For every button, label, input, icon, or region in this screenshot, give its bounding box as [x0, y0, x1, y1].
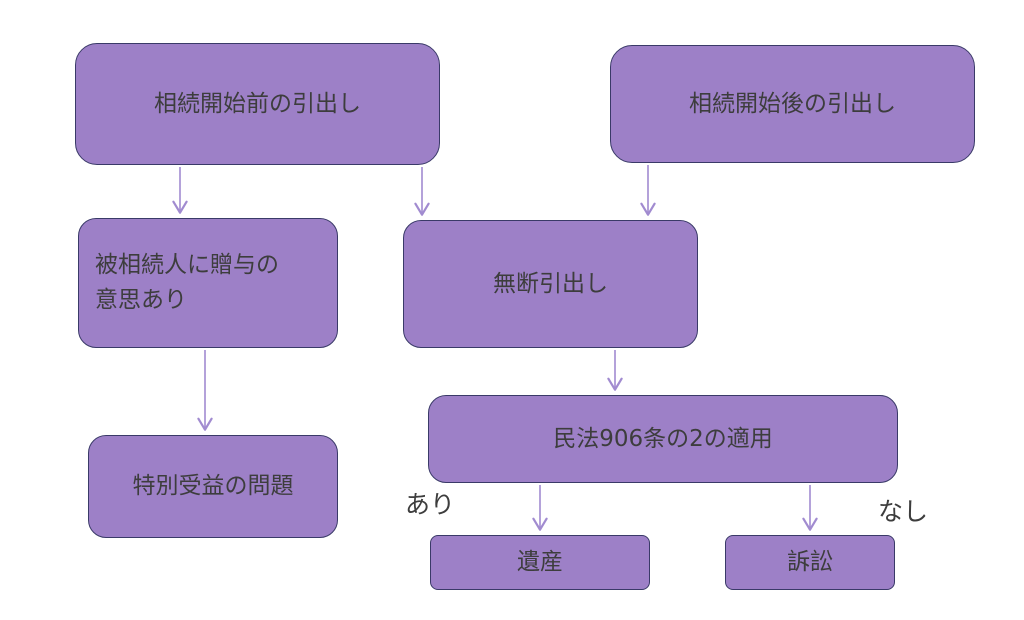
node-estate: 遺産: [430, 535, 650, 590]
node-lawsuit: 訴訟: [725, 535, 895, 590]
node-special-benefit-issue: 特別受益の問題: [88, 435, 338, 538]
node-withdrawal-before-inheritance: 相続開始前の引出し: [75, 43, 440, 165]
node-label: 無断引出し: [493, 270, 608, 297]
edge-label-nashi: なし: [878, 497, 929, 526]
node-label: 特別受益の問題: [132, 473, 294, 500]
node-label: 相続開始後の引出し: [689, 90, 896, 117]
node-unauthorized-withdrawal: 無断引出し: [403, 220, 698, 348]
node-civil-code-906-2-application: 民法906条の2の適用: [428, 395, 898, 483]
node-label: 民法906条の2の適用: [553, 425, 773, 452]
node-label: 遺産: [517, 549, 563, 576]
node-label: 相続開始前の引出し: [154, 90, 361, 117]
node-withdrawal-after-inheritance: 相続開始後の引出し: [610, 45, 975, 163]
node-label: 被相続人に贈与の 意思あり: [95, 252, 279, 313]
node-decedent-gift-intent: 被相続人に贈与の 意思あり: [78, 218, 338, 348]
edge-label-ari: あり: [405, 490, 456, 519]
node-label: 訴訟: [787, 549, 833, 576]
